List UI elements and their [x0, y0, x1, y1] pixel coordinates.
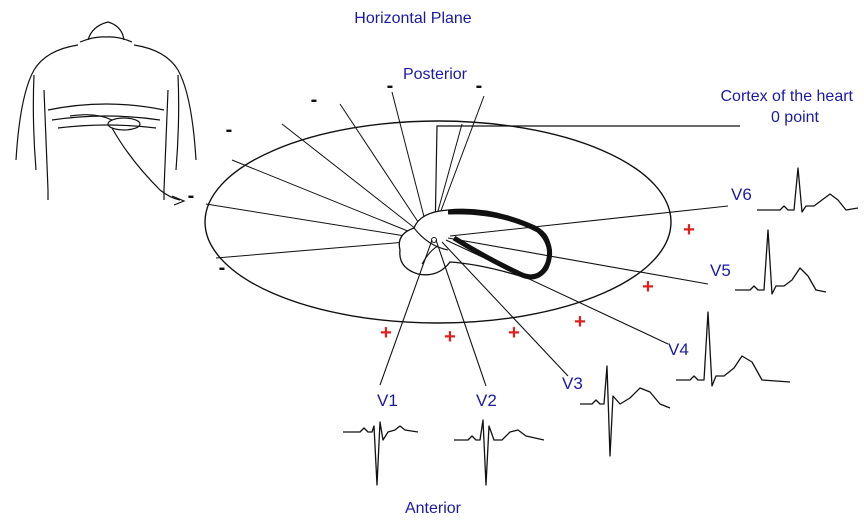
lead-label-v1: V1 — [377, 391, 398, 410]
torso-illustration — [15, 21, 197, 206]
ecg-trace-v1 — [343, 421, 419, 486]
lead-label-v6: V6 — [731, 185, 752, 204]
lead-line-v4 — [445, 239, 669, 345]
negative-sign: - — [476, 75, 483, 97]
ecg-trace-v3 — [580, 365, 671, 457]
lead-line-v5 — [447, 237, 709, 285]
negative-sign: - — [387, 75, 394, 97]
precordial-lead-lines — [379, 205, 729, 387]
positive-sign: + — [380, 322, 392, 344]
positive-sign: + — [642, 276, 654, 298]
lead-line-v3 — [441, 241, 569, 377]
ecg-trace-v4 — [676, 311, 791, 387]
cortex-label-line1: Cortex of the heart — [720, 88, 853, 105]
cortex-pointer — [434, 125, 740, 237]
lead-label-v3: V3 — [562, 374, 583, 393]
positive-sign: + — [444, 326, 456, 348]
positive-sign: + — [683, 219, 695, 241]
positive-sign: + — [508, 322, 520, 344]
diagram-title: Horizontal Plane — [354, 10, 472, 27]
ecg-trace-v5 — [735, 229, 827, 295]
ecg-trace-v2 — [454, 419, 545, 486]
negative-sign: - — [219, 257, 226, 279]
lead-line-v2 — [435, 239, 487, 387]
plane-ellipse — [204, 120, 672, 324]
negative-sign: - — [311, 89, 318, 111]
positive-signs: + + + + + + — [380, 219, 695, 348]
ecg-waveforms — [343, 167, 859, 486]
lead-label-v5: V5 — [710, 261, 731, 280]
negative-signs: - - - - - - — [188, 75, 483, 279]
positive-sign: + — [574, 311, 586, 333]
lead-label-v2: V2 — [476, 391, 497, 410]
anterior-label: Anterior — [405, 500, 462, 517]
ecg-trace-v6 — [757, 167, 859, 213]
negative-sign: - — [226, 119, 233, 141]
posterior-label: Posterior — [403, 66, 468, 83]
lead-label-v4: V4 — [668, 340, 689, 359]
cortex-label-line2: 0 point — [771, 109, 820, 126]
negative-sign: - — [188, 185, 195, 207]
lead-line-v1 — [379, 239, 433, 386]
lead-line-v6 — [449, 205, 729, 237]
